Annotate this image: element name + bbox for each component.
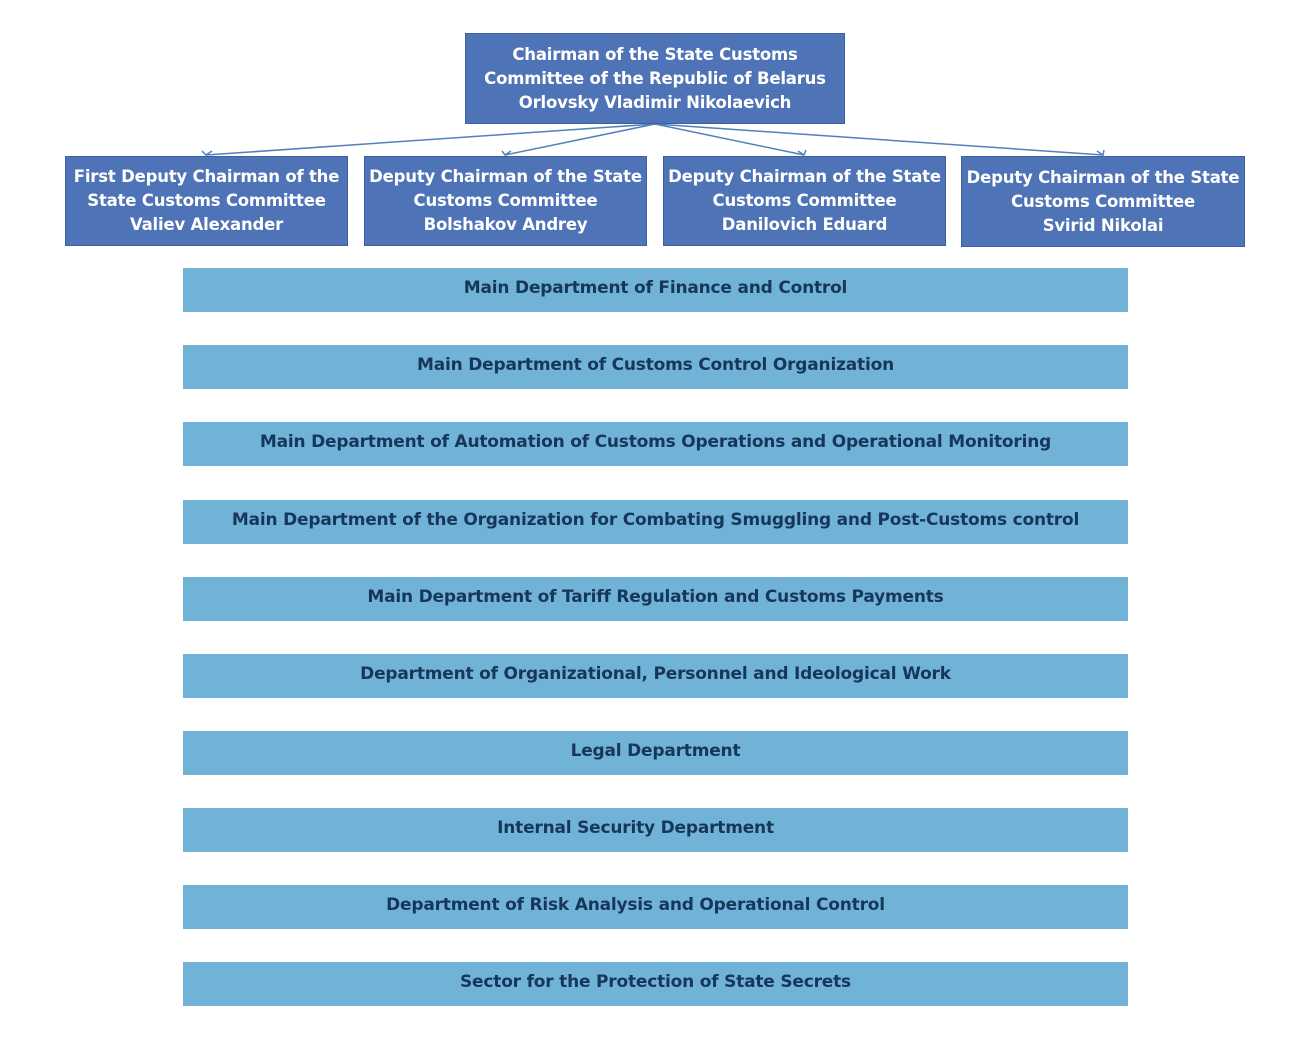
connector-arrowhead [1096,149,1105,157]
deputy-box-4: Deputy Chairman of the State Customs Com… [961,156,1245,247]
deputy-box-3: Deputy Chairman of the State Customs Com… [663,156,946,246]
department-box: Internal Security Department [183,808,1128,852]
connector-line [504,123,656,156]
department-box: Department of Risk Analysis and Operatio… [183,885,1128,929]
deputy-name: Bolshakov Andrey [423,215,588,234]
connector-line [205,123,656,156]
deputy-title-line-1: Deputy Chairman of the State [966,167,1240,187]
deputy-title-line-2: State Customs Committee [87,191,326,210]
deputy-name: Svirid Nikolai [1042,215,1164,235]
chairman-title-line-1: Chairman of the State Customs [512,44,798,64]
deputy-title-line-2: Customs Committee [413,191,598,210]
connector-arrowhead [501,150,512,157]
connector-arrowhead [797,149,807,157]
connector-line [654,123,805,156]
connector-lines [201,123,1105,157]
department-box: Sector for the Protection of State Secre… [183,962,1128,1006]
deputy-title-line-2: Customs Committee [712,191,897,210]
deputy-box-1: First Deputy Chairman of the State Custo… [65,156,348,246]
deputy-title-line-1: Deputy Chairman of the State [668,167,941,186]
department-box: Main Department of Customs Control Organ… [183,345,1128,389]
deputy-title-line-2: Customs Committee [1011,191,1195,211]
department-box: Main Department of Tariff Regulation and… [183,577,1128,621]
deputy-title-line-1: First Deputy Chairman of the [73,167,340,186]
deputy-name: Danilovich Eduard [721,215,888,234]
department-box: Main Department of Finance and Control [183,268,1128,312]
department-box: Department of Organizational, Personnel … [183,654,1128,698]
chairman-box: Chairman of the State Customs Committee … [465,33,845,124]
deputy-box-2: Deputy Chairman of the State Customs Com… [364,156,647,246]
deputy-title-line-1: Deputy Chairman of the State [369,167,642,186]
connector-line [654,123,1104,156]
chairman-title-line-2: Committee of the Republic of Belarus [484,68,826,88]
connector-arrowhead [201,150,213,156]
department-box: Main Department of the Organization for … [183,500,1128,544]
department-box: Main Department of Automation of Customs… [183,422,1128,466]
chairman-name: Orlovsky Vladimir Nikolaevich [518,92,792,112]
deputy-name: Valiev Alexander [129,215,284,234]
department-box: Legal Department [183,731,1128,775]
